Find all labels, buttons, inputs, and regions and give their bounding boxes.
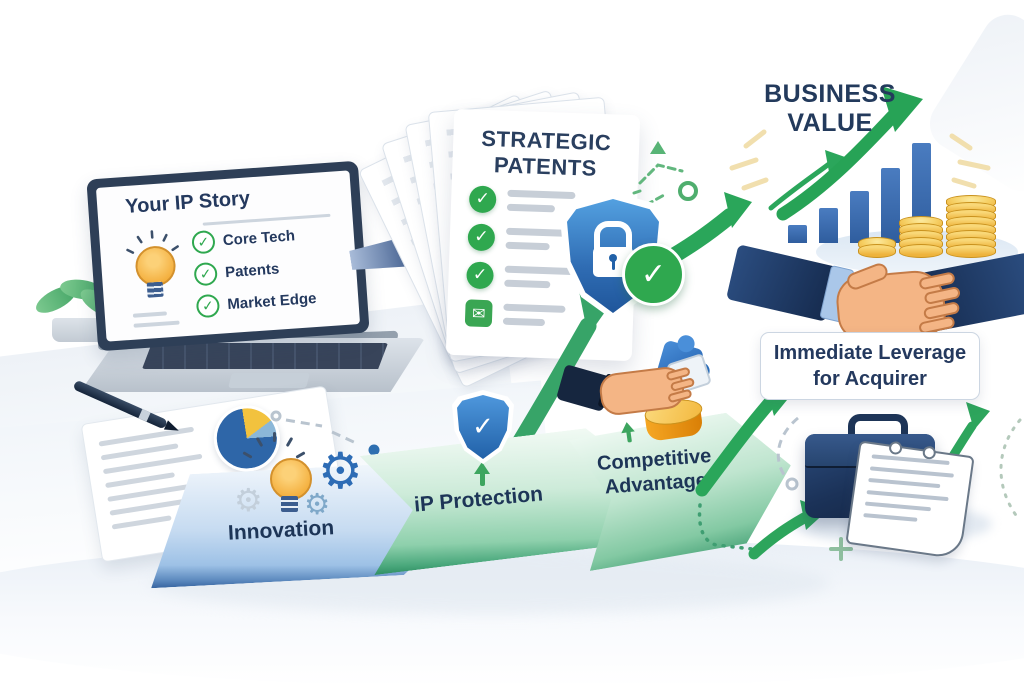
lightbulb-rays-icon bbox=[242, 432, 306, 459]
check-icon: ✓ bbox=[195, 293, 221, 319]
growth-arrow-big-icon bbox=[776, 86, 923, 221]
laptop-base bbox=[80, 338, 425, 392]
coin bbox=[946, 244, 996, 258]
checklist-row: ✓ Core Tech bbox=[191, 224, 296, 255]
starburst-rays bbox=[949, 133, 991, 189]
patents-doc-title: STRATEGIC PATENTS bbox=[452, 125, 640, 183]
leverage-line1: Immediate Leverage bbox=[773, 342, 967, 364]
growth-arrow-small-icon bbox=[768, 150, 845, 211]
laptop-screen-content: Your IP Story ✓ Core Tech ✓ Patents ✓ Ma… bbox=[95, 170, 361, 342]
check-circle-icon: ✓ bbox=[468, 185, 497, 214]
clasped-hands bbox=[597, 365, 696, 417]
leverage-line2: for Acquirer bbox=[813, 368, 927, 390]
dotted-path bbox=[697, 503, 754, 551]
starburst-rays bbox=[729, 129, 769, 191]
checklist-label: Patents bbox=[224, 260, 280, 282]
briefcase-handle bbox=[848, 414, 908, 447]
laptop-screen: Your IP Story ✓ Core Tech ✓ Patents ✓ Ma… bbox=[86, 160, 370, 352]
gear-icon: ⚙ bbox=[234, 481, 263, 519]
text-lines bbox=[506, 183, 576, 213]
bar bbox=[881, 168, 900, 243]
coin-stack-3 bbox=[946, 195, 996, 258]
molecule-doodle-icon bbox=[632, 141, 698, 207]
laptop-keyboard bbox=[142, 343, 388, 369]
dashed-arc bbox=[776, 416, 799, 491]
shield-check-glyph: ✓ bbox=[457, 395, 509, 459]
check-icon: ✓ bbox=[191, 229, 216, 255]
contract-document bbox=[845, 440, 975, 560]
patents-title-line2: PATENTS bbox=[493, 152, 598, 181]
lightbulb-icon bbox=[134, 244, 177, 288]
coin-stack-1 bbox=[858, 237, 896, 258]
dashed-doodle bbox=[270, 410, 380, 456]
patent-checklist-row: ✓ bbox=[467, 223, 573, 254]
checklist-label: Market Edge bbox=[226, 289, 317, 314]
coin-stack-2 bbox=[899, 216, 943, 258]
lightbulb-icon bbox=[270, 458, 312, 500]
dotted-arc-right bbox=[999, 418, 1022, 520]
divider bbox=[202, 213, 331, 226]
leverage-box: Immediate Leverage for Acquirer bbox=[760, 332, 980, 400]
pen-icon bbox=[64, 374, 194, 436]
patent-checklist-row: ✓ bbox=[468, 183, 576, 216]
handshake-small-icon bbox=[555, 348, 716, 440]
small-up-arrow-icon bbox=[474, 462, 492, 488]
small-up-arrow-icon bbox=[619, 421, 638, 445]
checklist-row: ✓ Market Edge bbox=[195, 287, 318, 319]
checklist-row: ✓ Patents bbox=[193, 257, 280, 287]
patents-title-line1: STRATEGIC bbox=[480, 125, 612, 156]
laptop-trackpad bbox=[228, 373, 310, 388]
checklist-label: Core Tech bbox=[222, 227, 296, 250]
lightbulb-base bbox=[146, 281, 164, 298]
gear-icon: ⚙ bbox=[304, 487, 330, 521]
business-value-line1: BUSINESS bbox=[764, 80, 896, 108]
check-circle-icon: ✓ bbox=[467, 223, 496, 252]
innovation-idea-cluster: ⚙ ⚙ ⚙ bbox=[232, 428, 384, 524]
ip-story-title: Your IP Story bbox=[124, 187, 251, 219]
check-badge-icon: ✓ bbox=[622, 243, 685, 306]
coin bbox=[858, 244, 896, 258]
business-value-title: BUSINESS VALUE bbox=[756, 80, 904, 138]
coin-stacks bbox=[858, 146, 998, 258]
bar bbox=[819, 208, 838, 243]
check-icon: ✓ bbox=[193, 261, 218, 287]
bar bbox=[850, 191, 869, 243]
lightbulb-base bbox=[281, 496, 298, 512]
text-lines bbox=[132, 304, 181, 328]
business-value-line2: VALUE bbox=[787, 109, 873, 137]
gear-icon: ⚙ bbox=[318, 442, 363, 500]
coin bbox=[899, 244, 943, 258]
bar bbox=[788, 225, 807, 243]
plus-icon bbox=[829, 537, 853, 561]
